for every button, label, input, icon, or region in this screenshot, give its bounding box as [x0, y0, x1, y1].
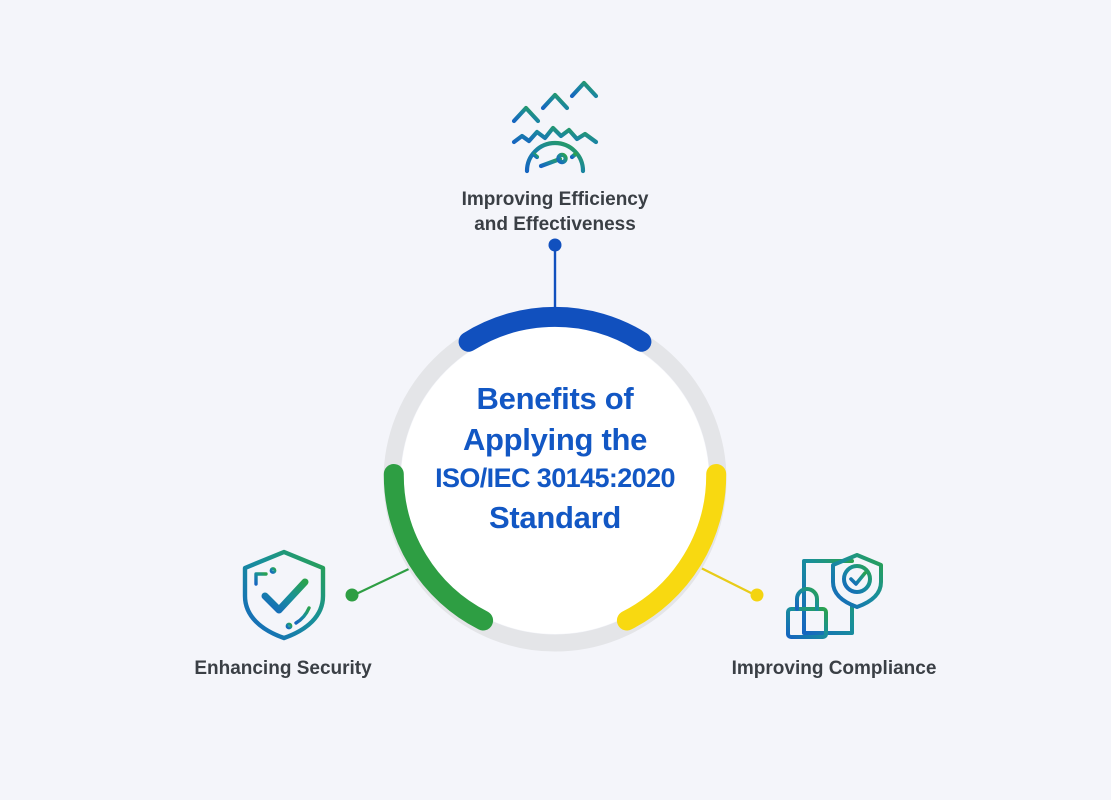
node-label-compliance: Improving Compliance — [731, 658, 937, 679]
ring-arc-compliance — [616, 464, 727, 631]
ring-arc-efficiency — [458, 306, 652, 352]
ring-arc-security — [383, 464, 494, 631]
node-compliance[interactable] — [782, 547, 886, 645]
center-title-line-3: ISO/IEC 30145:2020 — [435, 463, 675, 493]
connector-dot-compliance — [750, 588, 764, 602]
connector-dot-efficiency — [548, 238, 562, 252]
node-security[interactable] — [237, 546, 331, 642]
center-title: Benefits of Applying the ISO/IEC 30145:2… — [405, 383, 705, 543]
node-label-efficiency: Improving Efficiency and Effectiveness — [461, 189, 649, 235]
ring-inner-disc — [401, 326, 709, 634]
center-title-line-2: Applying the — [462, 422, 648, 457]
node-label-security: Enhancing Security — [194, 658, 372, 679]
center-title-line-4: Standard — [489, 500, 621, 535]
document-lock-shield-icon — [786, 553, 883, 639]
node-efficiency[interactable] — [496, 70, 614, 180]
center-title-line-1: Benefits of — [476, 381, 634, 416]
shield-check-icon — [242, 549, 326, 641]
growth-gauge-icon — [499, 80, 611, 174]
connector-dot-security — [345, 588, 359, 602]
